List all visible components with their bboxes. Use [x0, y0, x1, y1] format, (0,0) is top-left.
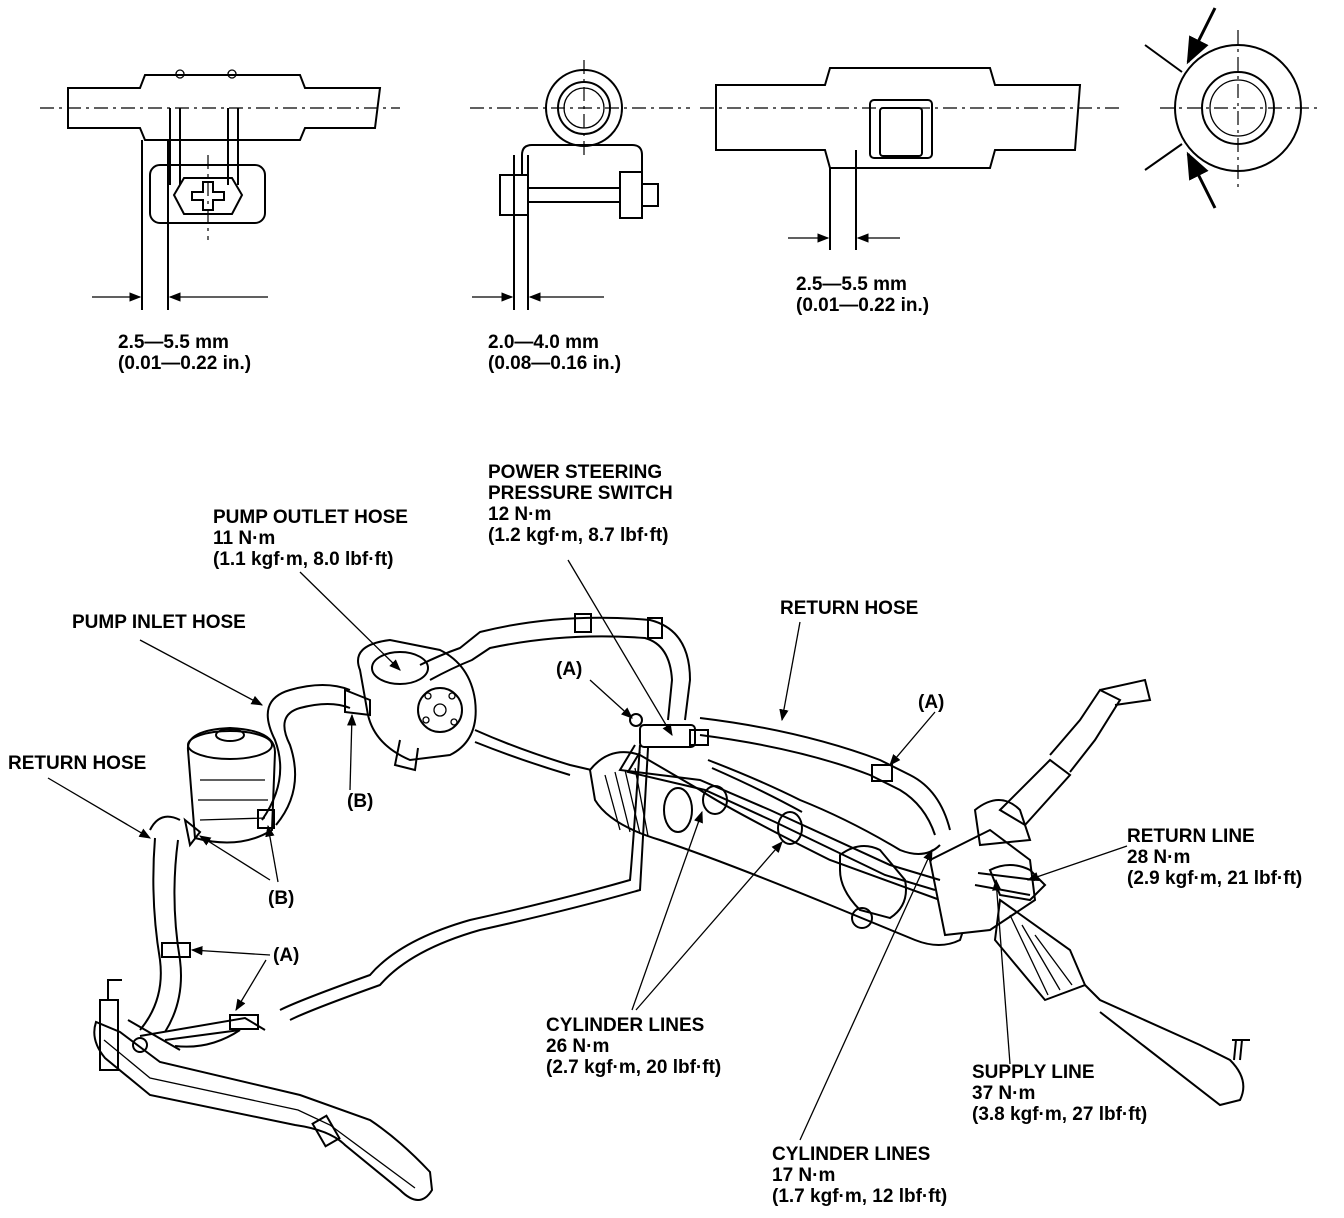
callout-pump-outlet-hose: PUMP OUTLET HOSE 11 N·m (1.1 kgf·m, 8.0 … [213, 507, 408, 570]
ps-switch-name-2: PRESSURE SWITCH [488, 483, 673, 504]
b-tank-name: (B) [268, 888, 295, 909]
callout-cylinder-lines-26: CYLINDER LINES 26 N·m (2.7 kgf·m, 20 lbf… [546, 1015, 721, 1078]
clamp-3-gap-spec: 2.5—5.5 mm (0.01—0.22 in.) [796, 274, 929, 316]
a-top-name: (A) [556, 659, 583, 680]
cylinder-lines-26-name: CYLINDER LINES [546, 1015, 705, 1036]
a-right-name: (A) [918, 692, 945, 713]
supply-line-name: SUPPLY LINE [972, 1062, 1095, 1083]
cylinder-lines-26-torque-alt: (2.7 kgf·m, 20 lbf·ft) [546, 1057, 722, 1078]
cylinder-lines-17-torque: 17 N·m [772, 1165, 836, 1186]
detail-clamp-3 [700, 67, 1120, 250]
cylinder-lines-17-torque-alt: (1.7 kgf·m, 12 lbf·ft) [772, 1186, 948, 1207]
callout-return-hose-left: RETURN HOSE [8, 753, 146, 774]
clamp-1-gap-spec: 2.5—5.5 mm (0.01—0.22 in.) [118, 332, 251, 374]
pump-outlet-torque-alt: (1.1 kgf·m, 8.0 lbf·ft) [213, 549, 394, 570]
clamp-1-range-in: (0.01—0.22 in.) [118, 353, 252, 374]
callout-return-hose-top: RETURN HOSE [780, 598, 918, 619]
callout-leaders [47, 559, 1128, 1141]
callout-b-pump: (B) [347, 791, 373, 812]
detail-clamp-2 [470, 60, 690, 310]
clamp-2-range-mm: 2.0—4.0 mm [488, 332, 599, 353]
b-pump-name: (B) [347, 791, 374, 812]
clamp-2-range-in: (0.08—0.16 in.) [488, 353, 622, 374]
callout-a-bottom: (A) [273, 945, 299, 966]
callout-cylinder-lines-17: CYLINDER LINES 17 N·m (1.7 kgf·m, 12 lbf… [772, 1144, 947, 1207]
clamp-1-range-mm: 2.5—5.5 mm [118, 332, 229, 353]
cylinder-lines-17-name: CYLINDER LINES [772, 1144, 931, 1165]
pump-outlet-name: PUMP OUTLET HOSE [213, 507, 408, 528]
pump-inlet-name: PUMP INLET HOSE [72, 612, 246, 633]
ps-switch-torque-alt: (1.2 kgf·m, 8.7 lbf·ft) [488, 525, 669, 546]
callout-a-top: (A) [556, 659, 582, 680]
callout-pump-inlet-hose: PUMP INLET HOSE [72, 612, 246, 633]
callout-b-tank: (B) [268, 888, 294, 909]
callout-return-line: RETURN LINE 28 N·m (2.9 kgf·m, 21 lbf·ft… [1127, 826, 1302, 889]
supply-line-torque: 37 N·m [972, 1083, 1036, 1104]
return-line-torque-alt: (2.9 kgf·m, 21 lbf·ft) [1127, 868, 1303, 889]
return-line-name: RETURN LINE [1127, 826, 1255, 847]
return-hose-left-name: RETURN HOSE [8, 753, 147, 774]
callout-ps-pressure-switch: POWER STEERING PRESSURE SWITCH 12 N·m (1… [488, 462, 673, 546]
clamp-2-gap-spec: 2.0—4.0 mm (0.08—0.16 in.) [488, 332, 621, 374]
detail-clamp-4 [1144, 7, 1320, 209]
ps-switch-name-1: POWER STEERING [488, 462, 663, 483]
callout-supply-line: SUPPLY LINE 37 N·m (3.8 kgf·m, 27 lbf·ft… [972, 1062, 1147, 1125]
callout-a-right: (A) [918, 692, 944, 713]
pump-outlet-torque: 11 N·m [213, 528, 276, 549]
detail-clamp-1 [40, 69, 400, 310]
return-hose-top-name: RETURN HOSE [780, 598, 919, 619]
return-line-torque: 28 N·m [1127, 847, 1191, 868]
ps-switch-torque: 12 N·m [488, 504, 552, 525]
clamp-3-range-in: (0.01—0.22 in.) [796, 295, 930, 316]
clamp-3-range-mm: 2.5—5.5 mm [796, 274, 907, 295]
a-bottom-name: (A) [273, 945, 300, 966]
cylinder-lines-26-torque: 26 N·m [546, 1036, 610, 1057]
supply-line-torque-alt: (3.8 kgf·m, 27 lbf·ft) [972, 1104, 1148, 1125]
